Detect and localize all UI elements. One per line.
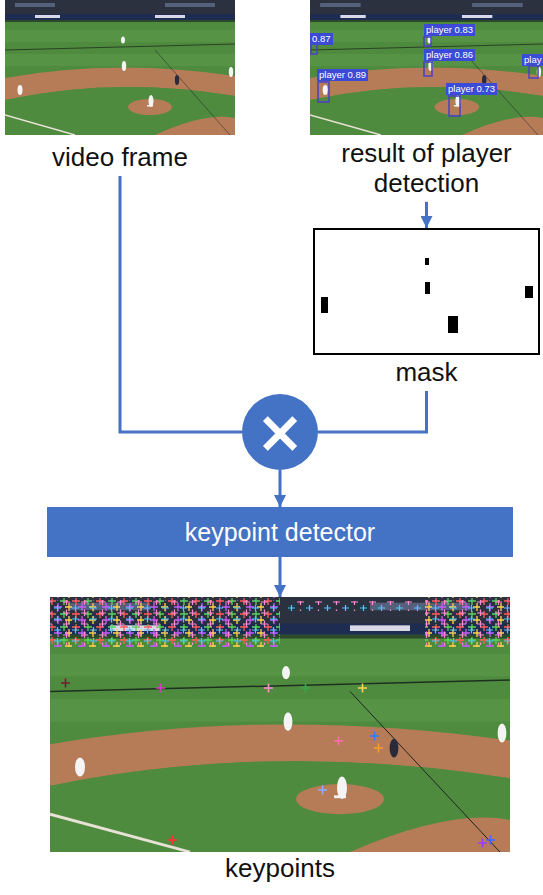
caption-label: result of player detection (310, 139, 543, 199)
node-label: keypoint detector (185, 518, 375, 547)
detection-photo (310, 0, 543, 135)
detection-label: play (522, 54, 543, 66)
mask-node: mask (313, 228, 540, 391)
video-frame-photo (5, 0, 235, 135)
connector (425, 202, 428, 228)
keypoint-marks (61, 679, 495, 848)
detection-boxes (311, 37, 538, 116)
keypoints-photo (50, 597, 510, 852)
keypoint-cluster (425, 597, 510, 647)
mask-frame (314, 229, 539, 354)
connector (318, 391, 427, 432)
caption-label: keypoints (50, 854, 510, 884)
detection-label: player 0.86 (424, 49, 475, 61)
multiply-circle: × (242, 394, 318, 470)
image-node: video frame (5, 0, 235, 176)
connector (120, 176, 242, 432)
caption-label: video frame (5, 143, 235, 173)
detection-label: player 0.89 (317, 69, 368, 81)
keypoint-cluster (50, 600, 280, 645)
keypoint-cluster (425, 600, 510, 645)
image-node: keypoints (50, 597, 510, 887)
node-label: × (256, 403, 305, 461)
connector (279, 470, 282, 507)
detection-label: player 0.83 (424, 24, 475, 36)
detection-label: 0.87 (310, 33, 333, 45)
keypoint-cluster (288, 601, 423, 611)
process-box: keypoint detector (47, 507, 513, 557)
mask-blobs (321, 258, 533, 333)
caption-label: mask (313, 358, 540, 388)
keypoint-cluster (50, 597, 280, 647)
detection-label: player 0.73 (446, 83, 497, 95)
connector (279, 557, 282, 597)
